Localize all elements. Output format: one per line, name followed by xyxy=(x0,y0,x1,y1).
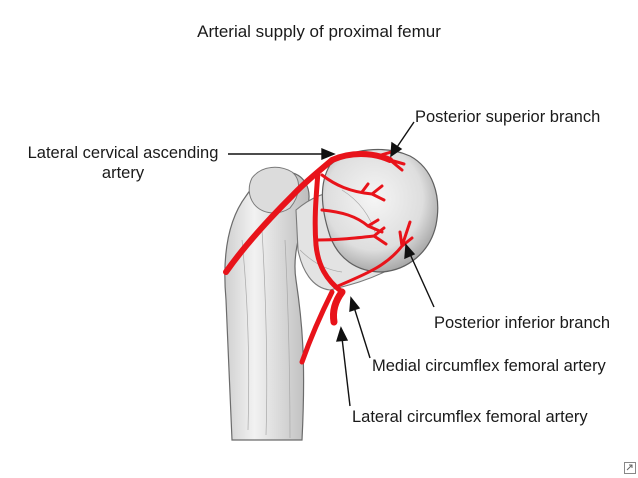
label-line-1: Lateral cervical ascending xyxy=(27,144,219,162)
arteries xyxy=(223,148,414,365)
femur-shaft xyxy=(224,171,310,441)
label-posterior-inferior-branch: Posterior inferior branch xyxy=(434,314,611,332)
label-line-2: artery xyxy=(101,164,145,182)
bone-texture xyxy=(241,189,377,439)
label-medial-circumflex-femoral-artery: Medial circumflex femoral artery xyxy=(372,357,606,375)
artery-medial-circumflex xyxy=(330,288,346,326)
artery-lateral-circumflex xyxy=(299,289,335,365)
artery-lateral-cervical-ascending xyxy=(223,151,393,275)
label-lateral-circumflex-femoral-artery: Lateral circumflex femoral artery xyxy=(352,408,588,426)
pointer-lines xyxy=(228,121,435,407)
label-posterior-superior-branch: Posterior superior branch xyxy=(415,108,601,126)
label-lateral-cervical-ascending-artery: Lateral cervical ascending artery xyxy=(18,143,228,183)
expand-icon[interactable] xyxy=(624,462,636,474)
femur-head xyxy=(321,148,439,273)
artery-posterior-inferior-branch xyxy=(336,220,414,288)
artery-medial-trunk xyxy=(312,169,345,295)
diagram-title: Arterial supply of proximal femur xyxy=(197,22,441,41)
greater-trochanter xyxy=(248,166,299,214)
